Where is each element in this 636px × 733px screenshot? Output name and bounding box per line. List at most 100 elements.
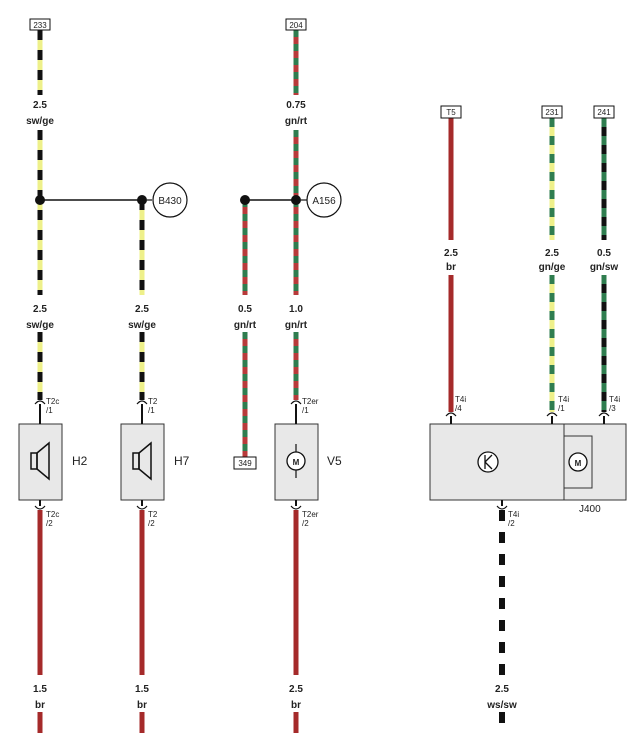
svg-text:/2: /2	[508, 519, 515, 528]
wire-label: 2.5 ws/sw	[486, 684, 517, 711]
svg-text:T2er: T2er	[302, 397, 319, 406]
wire-label: 2.5 sw/ge	[26, 304, 54, 331]
pin-terminal: T2 /2	[136, 500, 158, 528]
junction-dot	[240, 195, 250, 205]
connector-349: 349	[233, 456, 257, 470]
wire-label: 2.5 sw/ge	[128, 304, 156, 331]
component-v5-label: V5	[327, 454, 342, 468]
wire-label: 1.5 br	[135, 684, 149, 711]
svg-text:/1: /1	[558, 404, 565, 413]
svg-text:ws/sw: ws/sw	[486, 700, 517, 711]
wire-label: 1.0 gn/rt	[285, 304, 308, 331]
junction-dot	[35, 195, 45, 205]
svg-text:T2: T2	[148, 510, 158, 519]
node-b430	[152, 182, 188, 218]
svg-text:2.5: 2.5	[444, 248, 458, 259]
component-j400: M	[429, 423, 627, 501]
svg-text:0.5: 0.5	[238, 304, 252, 315]
pin-terminal: T4i /2	[496, 500, 519, 528]
wire-label: 0.5 gn/rt	[234, 304, 257, 331]
svg-text:231: 231	[545, 108, 559, 117]
svg-text:/2: /2	[46, 519, 53, 528]
pin-terminal: T4i /3	[598, 395, 620, 424]
svg-text:T2c: T2c	[46, 510, 59, 519]
connector-241: 241	[593, 105, 615, 119]
component-h7-label: H7	[174, 454, 190, 468]
wire-label: 2.5 br	[444, 248, 458, 273]
electronics-icon	[477, 451, 499, 473]
svg-text:/4: /4	[455, 404, 462, 413]
pin-terminal: T2c /2	[34, 500, 59, 528]
svg-text:sw/ge: sw/ge	[26, 320, 54, 331]
svg-text:/1: /1	[46, 406, 53, 415]
svg-text:2.5: 2.5	[289, 684, 303, 695]
svg-text:2.5: 2.5	[135, 304, 149, 315]
svg-text:/2: /2	[302, 519, 309, 528]
svg-text:2.5: 2.5	[33, 100, 47, 111]
svg-text:1.5: 1.5	[135, 684, 149, 695]
svg-text:gn/ge: gn/ge	[539, 262, 566, 273]
component-j400-label: J400	[579, 504, 601, 515]
svg-text:349: 349	[238, 459, 252, 468]
svg-text:gn/sw: gn/sw	[590, 262, 619, 273]
svg-text:/2: /2	[148, 519, 155, 528]
speaker-icon	[132, 441, 152, 481]
svg-text:M: M	[293, 458, 300, 467]
motor-icon: M	[286, 451, 306, 471]
component-h2-label: H2	[72, 454, 88, 468]
svg-text:gn/rt: gn/rt	[234, 320, 257, 331]
svg-text:br: br	[291, 700, 301, 711]
wire-label: 2.5 gn/ge	[539, 248, 566, 273]
svg-text:br: br	[446, 262, 456, 273]
svg-text:0.75: 0.75	[286, 100, 306, 111]
junction-dot	[137, 195, 147, 205]
svg-text:2.5: 2.5	[545, 248, 559, 259]
svg-text:T5: T5	[446, 108, 456, 117]
svg-text:241: 241	[597, 108, 611, 117]
svg-text:/1: /1	[302, 406, 309, 415]
pin-terminal: T4i /1	[546, 395, 569, 424]
connector-t5: T5	[440, 105, 462, 119]
connector-204: 204	[285, 18, 307, 31]
component-v5: M	[274, 423, 319, 501]
svg-text:T4i: T4i	[609, 395, 620, 404]
wire-label: 2.5 br	[289, 684, 303, 711]
svg-text:sw/ge: sw/ge	[128, 320, 156, 331]
svg-text:1.5: 1.5	[33, 684, 47, 695]
speaker-icon	[30, 441, 50, 481]
wire-label: 0.5 gn/sw	[590, 248, 619, 273]
component-h7	[120, 423, 165, 501]
svg-text:233: 233	[33, 21, 47, 30]
svg-text:br: br	[35, 700, 45, 711]
svg-text:sw/ge: sw/ge	[26, 116, 54, 127]
junction-dot	[291, 195, 301, 205]
svg-text:2.5: 2.5	[33, 304, 47, 315]
svg-text:/3: /3	[609, 404, 616, 413]
pin-terminal: T2c /1	[34, 397, 59, 424]
svg-text:0.5: 0.5	[597, 248, 611, 259]
pin-terminal: T4i /4	[445, 395, 466, 424]
motor-icon: M	[568, 452, 588, 472]
svg-text:M: M	[575, 459, 582, 468]
svg-text:br: br	[137, 700, 147, 711]
svg-text:T4i: T4i	[455, 395, 466, 404]
wire-label: 2.5 sw/ge	[26, 100, 54, 127]
svg-text:gn/rt: gn/rt	[285, 116, 308, 127]
pin-terminal: T2 /1	[136, 397, 158, 424]
svg-text:/1: /1	[148, 406, 155, 415]
node-b430-label: B430	[158, 196, 182, 207]
connector-233: 233	[29, 18, 51, 31]
svg-text:T2er: T2er	[302, 510, 319, 519]
node-a156-label: A156	[312, 196, 336, 207]
svg-text:1.0: 1.0	[289, 304, 303, 315]
connector-231: 231	[541, 105, 563, 119]
svg-text:T4i: T4i	[558, 395, 569, 404]
svg-text:gn/rt: gn/rt	[285, 320, 308, 331]
svg-text:T2c: T2c	[46, 397, 59, 406]
pin-terminal: T2er /2	[290, 500, 319, 528]
svg-text:2.5: 2.5	[495, 684, 509, 695]
pin-terminal: T2er /1	[290, 397, 319, 424]
wire-label: 1.5 br	[33, 684, 47, 711]
svg-text:T2: T2	[148, 397, 158, 406]
